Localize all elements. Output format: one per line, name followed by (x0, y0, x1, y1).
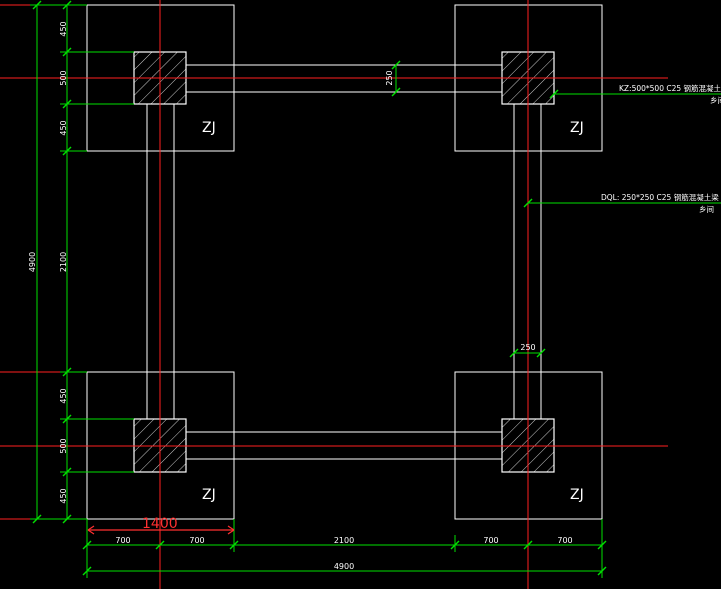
dim-left-6: 500 (59, 438, 68, 453)
dim-bottom-total: 4900 (334, 562, 354, 571)
beam-note: DQL: 250*250 C25 钢筋混凝土梁 (601, 192, 719, 202)
footing-label-bottom-left: ZJ (202, 487, 216, 503)
dim-left-1: 450 (59, 21, 68, 36)
dim-left-2: 500 (59, 70, 68, 85)
footing-label-bottom-right: ZJ (570, 487, 584, 503)
handwritten-dimension: 1400 (142, 516, 178, 532)
column-note: KZ:500*500 C25 钢筋混凝土 (619, 83, 721, 93)
column-note-sub: 乡间 (710, 96, 721, 105)
footing-label-top-left: ZJ (202, 120, 216, 136)
beam-width-label-right: 250 (520, 343, 535, 352)
beam-width-label-top: 250 (385, 70, 394, 85)
footing-label-top-right: ZJ (570, 120, 584, 136)
bottom-dimension-chain (82, 519, 607, 578)
dim-bottom-2: 700 (189, 536, 204, 545)
dim-left-total: 4900 (28, 252, 37, 272)
dim-bottom-3: 2100 (334, 536, 354, 545)
ground-beam-top (186, 64, 502, 93)
left-dimension-chain (30, 0, 134, 524)
column-note-leader (549, 89, 721, 99)
beam-note-leader (523, 198, 721, 208)
ground-beam-left (146, 104, 175, 419)
dim-bottom-5: 700 (557, 536, 572, 545)
ground-beam-right (513, 104, 542, 419)
beam-note-sub: 乡间 (699, 205, 714, 214)
beam-width-dim-top (391, 60, 401, 97)
ground-beam-bottom (186, 431, 502, 460)
beam-width-dim-right (509, 348, 546, 358)
dim-left-5: 450 (59, 388, 68, 403)
dim-left-7: 450 (59, 488, 68, 503)
handwritten-markup (87, 525, 235, 535)
dim-left-3: 450 (59, 120, 68, 135)
dim-bottom-4: 700 (483, 536, 498, 545)
dim-left-4: 2100 (59, 252, 68, 272)
dim-bottom-1: 700 (115, 536, 130, 545)
